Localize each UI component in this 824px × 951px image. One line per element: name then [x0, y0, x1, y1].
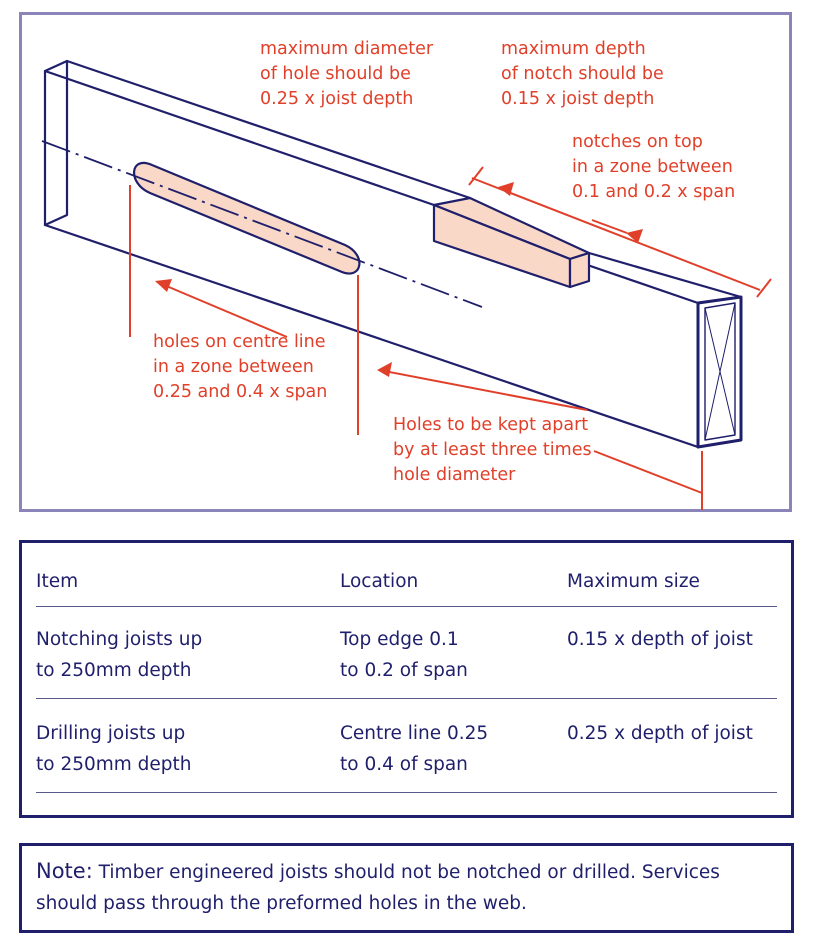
row-1-location: Top edge 0.1 to 0.2 of span — [340, 629, 468, 681]
joist-top-edge-left — [43, 69, 436, 207]
notch-zone-tick-right — [756, 278, 772, 298]
joist-diagram-panel: maximum diameter of hole should be 0.25 … — [19, 12, 792, 512]
notching-drilling-table: Item Location Maximum size Notching jois… — [19, 540, 794, 818]
notch-depth-note: maximum depth of notch should be 0.15 x … — [501, 39, 664, 109]
row-2-max-size: 0.25 x depth of joist — [567, 723, 753, 744]
notch-zone-arrowhead-b — [626, 229, 643, 243]
note-box: Note: Timber engineered joists should no… — [19, 843, 794, 933]
note-label: Note: — [36, 859, 93, 883]
note-text: Timber engineered joists should not be n… — [36, 862, 720, 914]
table-rule — [36, 606, 777, 607]
notch-zone-line — [471, 177, 761, 291]
table-rule — [36, 698, 777, 699]
notch-zone-tick-left — [468, 166, 484, 186]
joist-top-back-edge-left — [65, 59, 472, 200]
hole-zone-arrow-line — [156, 281, 288, 338]
row-2-location: Centre line 0.25 to 0.4 of span — [340, 723, 489, 775]
notch-zone-arrow-line — [591, 219, 628, 234]
joist-right-end — [696, 295, 743, 449]
notch-zone-note: notches on top in a zone between 0.1 and… — [572, 132, 736, 202]
header-item: Item — [36, 571, 79, 592]
hole-spacing-line — [593, 450, 703, 494]
centre-line — [41, 140, 483, 308]
joist-end-cross-b — [704, 302, 736, 441]
hole-spacing-arrow-line — [378, 369, 588, 411]
notch — [432, 196, 591, 289]
header-location: Location — [340, 571, 419, 592]
hole-zone-note: holes on centre line in a zone between 0… — [153, 332, 328, 402]
hole-diameter-note: maximum diameter of hole should be 0.25 … — [260, 39, 434, 109]
joist-left-end — [43, 59, 69, 227]
joist-top-back-edge-right — [587, 251, 743, 299]
header-maximum-size: Maximum size — [567, 571, 700, 592]
hole-zone-arrowhead — [155, 279, 172, 292]
hole-spacing-arrowhead — [377, 362, 392, 377]
joist-diagram — [41, 59, 772, 510]
row-1-item: Notching joists up to 250mm depth — [36, 629, 203, 681]
row-2-item: Drilling joists up to 250mm depth — [36, 723, 192, 775]
table-rule — [36, 792, 777, 793]
row-1-max-size: 0.15 x depth of joist — [567, 629, 753, 650]
joist-top-edge-right — [568, 257, 700, 305]
hole-spacing-note: Holes to be kept apart by at least three… — [393, 415, 592, 485]
notch-zone-arrowhead-a — [498, 182, 514, 196]
joist-bottom-edge — [43, 223, 700, 449]
